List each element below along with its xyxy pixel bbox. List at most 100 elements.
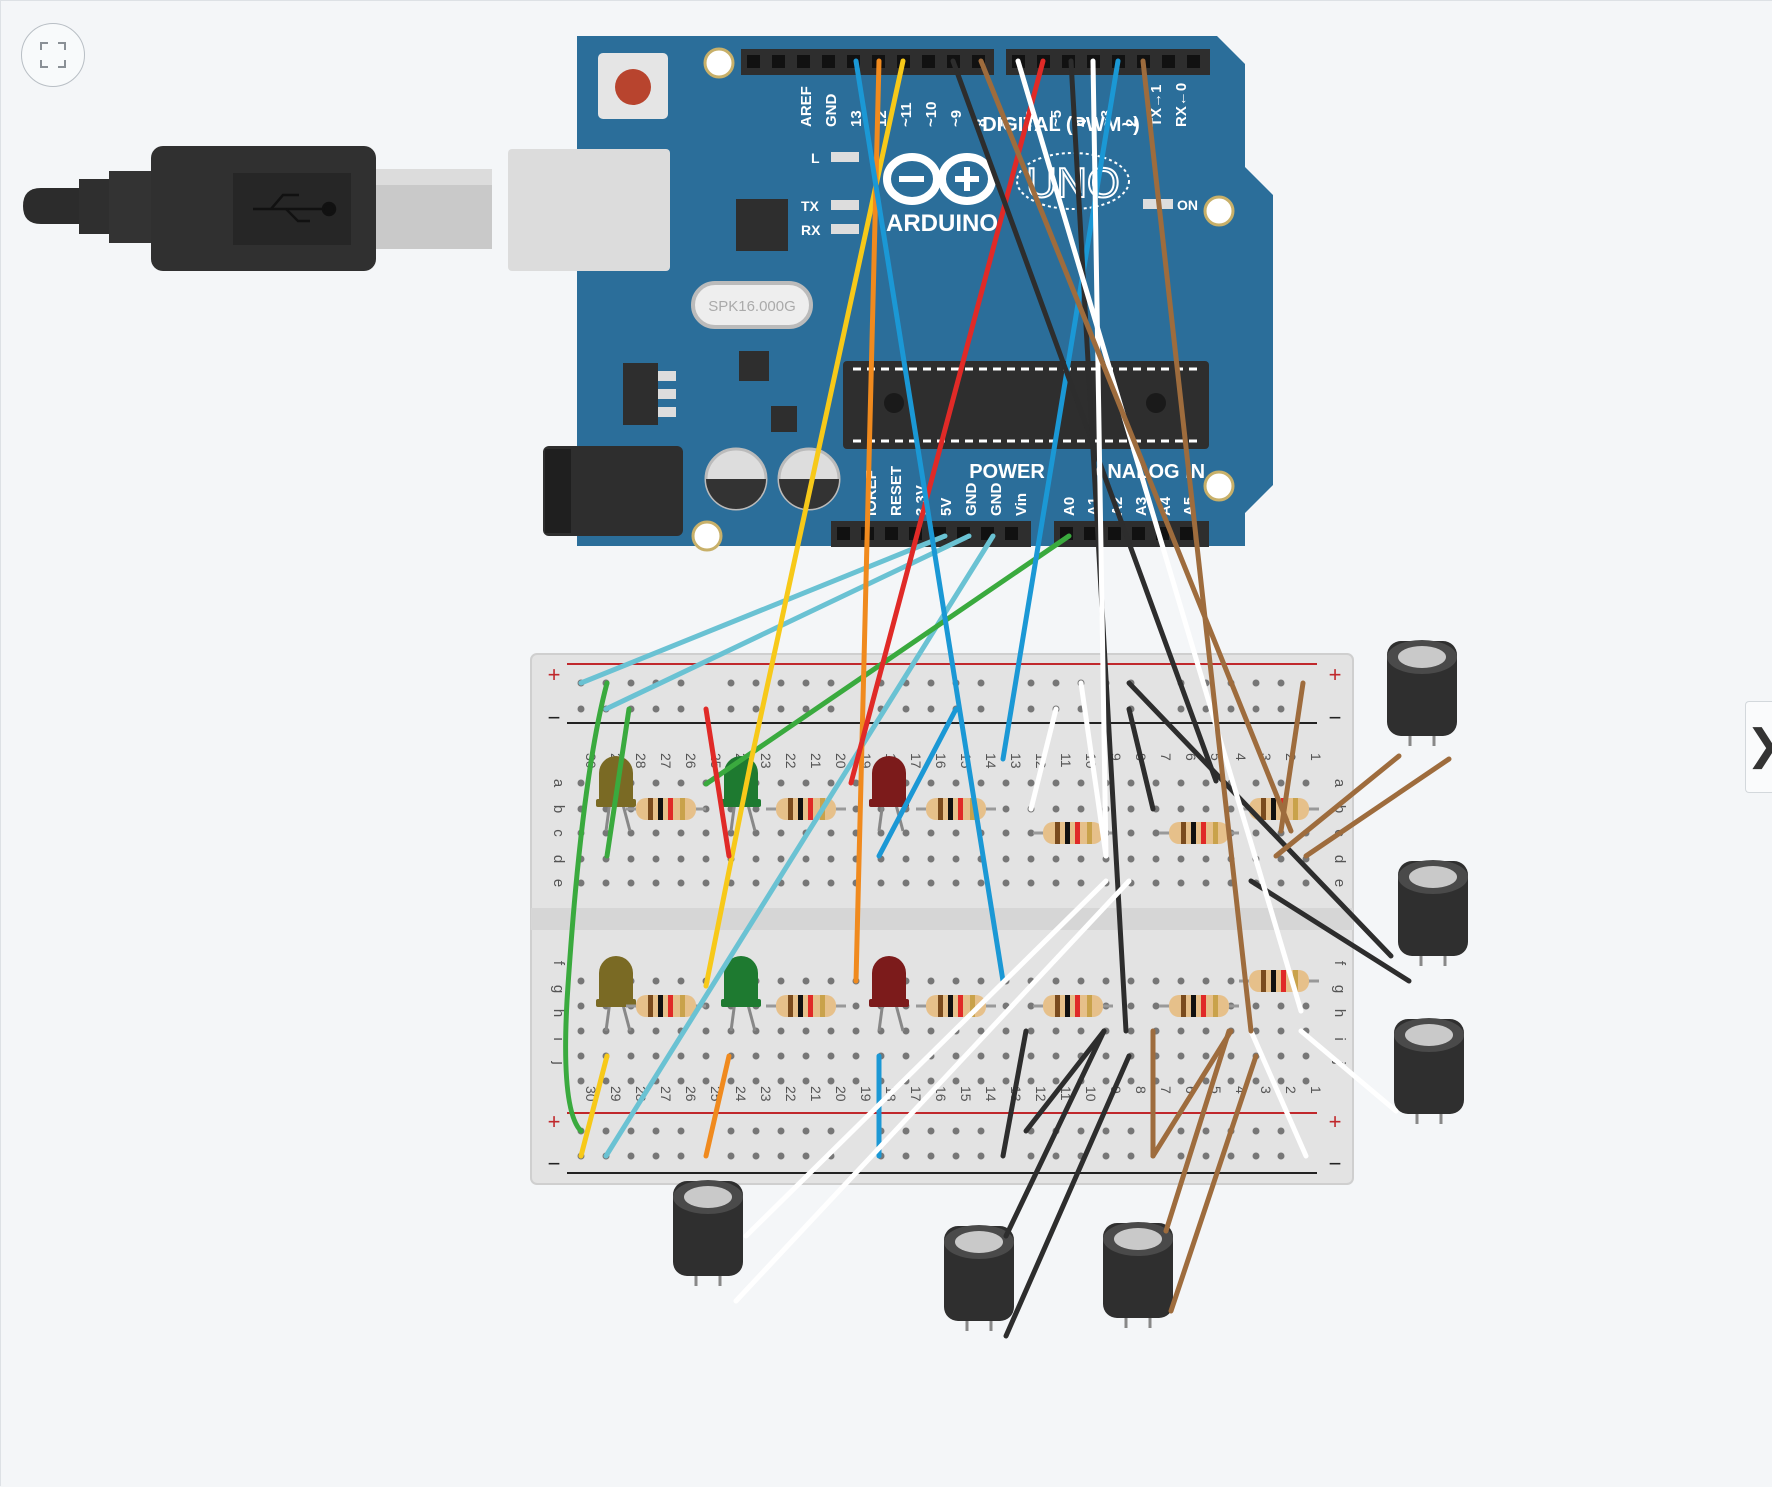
led-rx-label: RX [801,222,821,238]
resistor[interactable] [1033,995,1113,1017]
column-number: 16 [933,1086,949,1102]
wire-green [703,533,1072,787]
row-letter: c [550,829,567,837]
column-number: 19 [858,1086,874,1102]
row-letter: f [1331,961,1348,966]
wire-brown [1273,753,1402,859]
wire-white [1015,58,1304,1014]
resistor[interactable] [1239,798,1319,820]
led[interactable] [721,956,761,1032]
pin-label: ~3 [1098,110,1115,127]
pin-label: 3.3V [913,485,930,516]
column-number: 25 [708,1086,724,1102]
column-number: 29 [608,753,624,769]
column-number: 12 [1033,753,1049,769]
pin-label: 4 [1073,118,1090,127]
column-number: 15 [958,1086,974,1102]
electrolytic-capacitor[interactable] [1398,860,1468,966]
wire-yellow [578,1053,610,1159]
column-number: 5 [1208,753,1224,761]
electrolytic-capacitor[interactable] [1394,1018,1464,1124]
wire-brown [1168,1053,1259,1314]
column-number: 5 [1208,1086,1224,1094]
wire-white [1248,1028,1309,1159]
led[interactable] [869,756,909,832]
wire-black [1000,1028,1029,1159]
wire-white [733,878,1132,1304]
resistor[interactable] [916,798,996,820]
pin-label: GND [823,94,840,128]
pin-label: GND [963,483,980,517]
column-number: 2 [1283,753,1299,761]
wire-orange [703,1053,732,1159]
power-header: POWER [969,461,1045,483]
column-number: 20 [833,1086,849,1102]
arduino-uno-board[interactable]: SPK16.000G ARDUINO UNO DIGITAL (PWM~) PO… [508,36,1273,552]
led[interactable] [721,756,761,832]
electrolytic-capacitor[interactable] [673,1180,743,1286]
led[interactable] [596,956,636,1032]
pin-label: ~11 [898,102,915,127]
pin-label: A4 [1157,496,1174,516]
fit-to-view-button[interactable] [21,23,85,87]
led[interactable] [869,956,909,1032]
led[interactable] [596,756,636,832]
wire-brown [1140,58,1254,1034]
analog-header-pins [1054,521,1209,547]
electrolytic-capacitor[interactable] [1387,640,1457,746]
wire-black [1003,1028,1107,1239]
column-number: 23 [758,753,774,769]
column-number: 14 [983,753,999,769]
row-letter: d [550,855,567,863]
resistor[interactable] [1239,970,1319,992]
led-tx-label: TX [801,198,820,214]
column-number: 11 [1058,753,1074,768]
column-number: 11 [1058,1086,1074,1101]
wire-brown [1303,756,1452,859]
pin-label: 12 [873,110,890,127]
pin-label: ~10 [923,102,940,127]
column-number: 28 [633,753,649,769]
pin-label: 2 [1123,119,1140,127]
resistor[interactable] [626,798,706,820]
resistor[interactable] [626,995,706,1017]
usb-chip [736,199,788,251]
row-letter: b [1331,805,1348,813]
row-letter: a [1331,779,1348,788]
resistor[interactable] [766,995,846,1017]
usb-cable[interactable] [23,146,492,271]
column-number: 1 [1308,753,1324,761]
resistor[interactable] [1159,995,1239,1017]
column-number: 8 [1133,753,1149,761]
column-number: 25 [708,753,724,769]
electrolytic-capacitor[interactable] [1103,1222,1173,1328]
resistor[interactable] [1033,822,1113,844]
column-number: 9 [1108,753,1124,761]
resistor[interactable] [916,995,996,1017]
pin-label: ~9 [948,110,965,127]
analog-header: ANALOG IN [1093,461,1205,483]
pin-label: Vin [1013,493,1030,516]
resistor[interactable] [1159,822,1239,844]
pin-label: A5 [1181,497,1198,516]
side-panel-toggle[interactable]: ❯ [1745,701,1772,793]
resistor[interactable] [766,798,846,820]
column-number: 21 [808,1086,824,1102]
electrolytic-capacitor[interactable] [944,1225,1014,1331]
column-number: 22 [783,1086,799,1102]
wire-light-blue [578,533,948,686]
column-number: 18 [883,1086,899,1102]
svg-text:+: + [548,662,561,687]
column-number: 10 [1083,753,1099,769]
pin-label: ~6 [1023,110,1040,127]
column-number: 9 [1108,1086,1124,1094]
wire-green [563,680,610,1134]
wires[interactable] [563,58,1452,1339]
pin-label: A3 [1133,497,1150,516]
column-number: 27 [658,753,674,769]
wire-black [950,58,1219,784]
